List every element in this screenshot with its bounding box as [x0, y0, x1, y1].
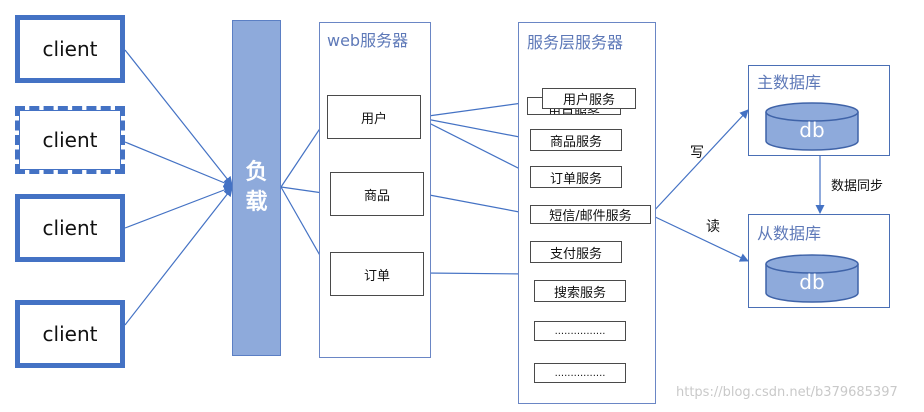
service-item-label: 用户服务: [562, 93, 615, 108]
service-item-payment: 支付服务: [530, 241, 622, 263]
load-balancer-char-2: 载: [245, 190, 268, 215]
service-item-label: 用户服务: [547, 107, 600, 115]
service-item-user: 用户服务: [542, 88, 636, 109]
web-item-order: 订单: [330, 252, 424, 296]
watermark: https://blog.csdn.net/b379685397: [676, 385, 898, 400]
service-item-label: 搜索服务: [553, 285, 606, 301]
service-item-label: 订单服务: [549, 171, 602, 187]
service-item-goods: 商品服务: [530, 129, 622, 151]
write-label: 写: [690, 145, 704, 161]
service-item-search: 搜索服务: [534, 280, 626, 302]
service-item-order: 订单服务: [530, 166, 622, 188]
arrow-user-goodssvc: [420, 117, 531, 142]
arrow-client4-lb: [124, 187, 233, 326]
client-label: client: [42, 128, 98, 152]
slave-db-title: 从数据库: [757, 224, 822, 243]
web-item-label: 商品: [363, 188, 390, 204]
load-balancer-char-1: 负: [245, 160, 268, 185]
master-db-label: db: [799, 118, 825, 142]
arrow-client3-lb: [124, 185, 233, 229]
arrow-client1-lb: [124, 49, 233, 186]
service-item-label: ................: [554, 325, 606, 337]
client-box-1: client: [15, 15, 125, 83]
load-balancer: 负 载: [232, 20, 281, 356]
client-label: client: [42, 322, 98, 346]
read-label: 读: [706, 219, 720, 235]
service-item-label: 支付服务: [549, 246, 602, 262]
arrow-goods-smssvc: [423, 193, 531, 217]
master-db-title: 主数据库: [757, 73, 822, 92]
service-item-label: 短信/邮件服务: [549, 209, 632, 224]
arrow-client2-lb: [124, 141, 233, 188]
service-item-more-1: ................: [534, 321, 626, 341]
client-label: client: [42, 216, 98, 240]
client-label: client: [42, 37, 98, 61]
arrow-order-paysvc: [423, 269, 531, 279]
arrow-sms-master: [650, 109, 749, 215]
web-item-goods: 商品: [330, 172, 424, 216]
web-item-label: 订单: [363, 268, 390, 284]
service-item-label: ................: [554, 367, 606, 379]
client-box-2: client: [15, 106, 125, 174]
client-box-3: client: [15, 194, 125, 262]
web-item-label: 用户: [360, 111, 387, 127]
arrow-sms-slave: [650, 214, 749, 262]
service-item-more-2: ................: [534, 363, 626, 383]
service-layer-title: 服务层服务器: [527, 33, 624, 52]
web-server-title: web服务器: [327, 31, 409, 50]
service-item-label: 商品服务: [549, 134, 602, 150]
sync-label: 数据同步: [831, 179, 884, 194]
web-item-user: 用户: [327, 95, 421, 139]
client-box-4: client: [15, 300, 125, 368]
service-item-sms-email: 短信/邮件服务: [530, 205, 651, 224]
arrow-user-ordersvc: [420, 118, 531, 175]
slave-db-label: db: [799, 270, 825, 294]
arrow-user-usersvc: [420, 97, 538, 118]
